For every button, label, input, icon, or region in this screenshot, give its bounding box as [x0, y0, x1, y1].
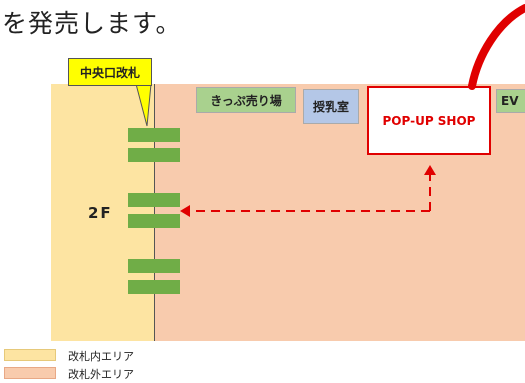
ticket-gate: [128, 148, 180, 162]
ticket-office: きっぷ売り場: [196, 87, 296, 113]
ticket-gate: [128, 193, 180, 207]
heading-text: を発売します。: [2, 9, 182, 38]
floor-label: 2F: [88, 204, 113, 222]
ticket-gate: [128, 128, 180, 142]
central-gate-callout: 中央口改札: [68, 58, 152, 86]
popup-shop: POP-UP SHOP: [367, 86, 491, 155]
legend-label-outside: 改札外エリア: [68, 368, 134, 381]
legend-swatch-outside: [4, 367, 56, 379]
ticket-gate: [128, 280, 180, 294]
route-arrowhead-left: [180, 205, 190, 217]
gate-boundary-line: [154, 84, 155, 341]
ticket-gate: [128, 214, 180, 228]
inside-gate-area: [51, 84, 154, 341]
highlight-curve: [468, 4, 525, 90]
legend-swatch-inside: [4, 349, 56, 361]
nursing-room: 授乳室: [303, 89, 359, 124]
route-arrowhead-up: [424, 165, 436, 175]
legend-label-inside: 改札内エリア: [68, 350, 134, 363]
elevator: EV: [496, 89, 525, 113]
ticket-gate: [128, 259, 180, 273]
